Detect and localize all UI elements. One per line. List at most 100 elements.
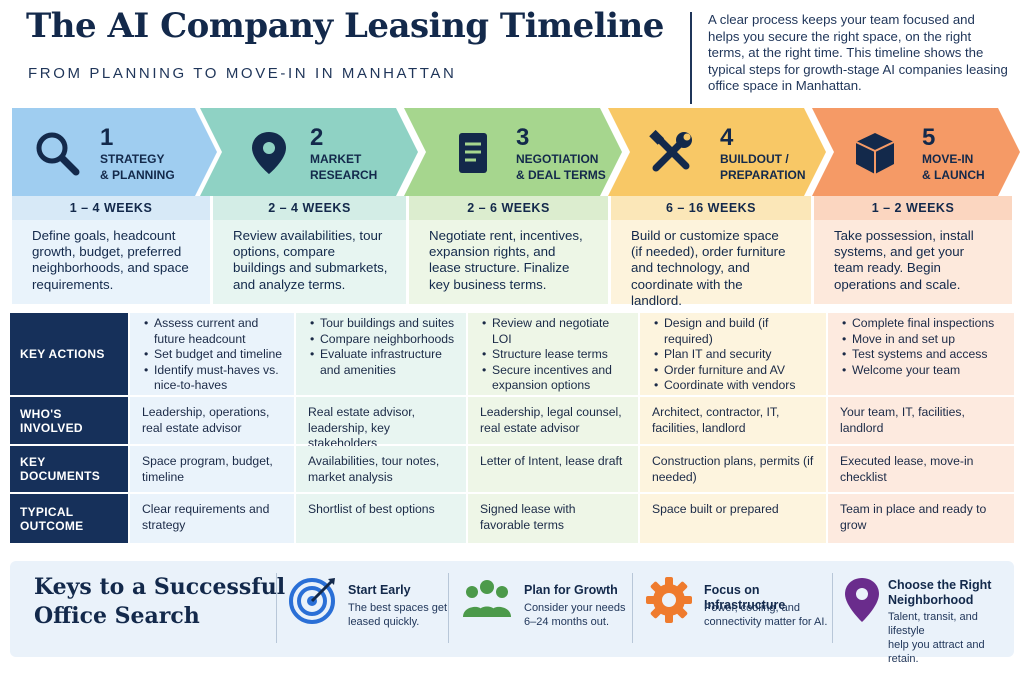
table-cell: Review and negotiate LOI Structure lease… (468, 313, 638, 395)
list-item: Compare neighborhoods (308, 332, 456, 348)
step-label: NEGOTIATION & DEAL TERMS (516, 152, 606, 182)
intro-text: A clear process keeps your team focused … (708, 12, 1008, 94)
step-3: 3 NEGOTIATION & DEAL TERMS (404, 108, 622, 196)
list-item: Welcome your team (840, 363, 1004, 379)
step-description: Define goals, headcount growth, budget, … (32, 228, 189, 292)
box-icon (850, 128, 900, 178)
table-cell: Design and build (if required) Plan IT a… (640, 313, 826, 395)
row-label: TYPICAL OUTCOME (10, 494, 128, 543)
list-item: Review and negotiate LOI (480, 316, 628, 347)
key-heading: Start Early (348, 583, 411, 597)
list-item: Plan IT and security (652, 347, 816, 363)
tools-icon (646, 128, 696, 178)
keys-divider (276, 573, 277, 643)
target-icon (288, 575, 338, 625)
list-item: Identify must-haves vs. nice-to-haves (142, 363, 284, 394)
step-card-4: 6 – 16 WEEKS Build or customize space (i… (611, 196, 811, 308)
list-item: Assess current and future headcount (142, 316, 284, 347)
duration-label: 2 – 4 WEEKS (213, 196, 406, 220)
step-number: 4 (720, 124, 734, 151)
page-title: The AI Company Leasing Timeline (26, 6, 664, 46)
table-cell: Signed lease with favorable terms (468, 494, 638, 543)
key-text: Power, cooling, and connectivity matter … (704, 602, 828, 628)
duration-label: 1 – 2 WEEKS (814, 196, 1012, 220)
step-label: STRATEGY & PLANNING (100, 152, 175, 182)
step-number: 3 (516, 124, 530, 151)
table-row-typical-outcome: TYPICAL OUTCOME Clear requirements and s… (10, 494, 1014, 543)
key-heading: Choose the Right Neighborhood (888, 578, 992, 607)
document-icon (448, 128, 498, 178)
table-cell: Shortlist of best options (296, 494, 466, 543)
step-card-1: 1 – 4 WEEKS Define goals, headcount grow… (12, 196, 210, 304)
list-item: Move in and set up (840, 332, 1004, 348)
table-cell: Complete final inspections Move in and s… (828, 313, 1014, 395)
timeline-steps: 1 STRATEGY & PLANNING 2 MARKET RESEARCH … (12, 108, 1020, 196)
key-heading: Plan for Growth (524, 583, 618, 597)
map-pin-icon (244, 128, 294, 178)
row-label: KEY ACTIONS (10, 313, 128, 395)
table-cell: Space built or prepared (640, 494, 826, 543)
row-label: WHO'S INVOLVED (10, 397, 128, 444)
keys-panel: Keys to a Successful Office Search Start… (10, 561, 1014, 665)
location-pin-icon (840, 575, 890, 625)
table-cell: Space program, budget, timeline (130, 446, 294, 492)
list-item: Design and build (if required) (652, 316, 816, 347)
list-item: Complete final inspections (840, 316, 1004, 332)
step-2: 2 MARKET RESEARCH (200, 108, 418, 196)
step-cards: 1 – 4 WEEKS Define goals, headcount grow… (12, 196, 1012, 308)
step-label: MOVE-IN & LAUNCH (922, 152, 985, 182)
list-item: Set budget and timeline (142, 347, 284, 363)
step-4: 4 BUILDOUT / PREPARATION (608, 108, 826, 196)
table-cell: Availabilities, tour notes, market analy… (296, 446, 466, 492)
table-cell: Tour buildings and suites Compare neighb… (296, 313, 466, 395)
list-item: Tour buildings and suites (308, 316, 456, 332)
timeline-table: KEY ACTIONS Assess current and future he… (10, 313, 1014, 543)
key-text: Consider your needs 6–24 months out. (524, 602, 626, 628)
table-cell: Leadership, operations, real estate advi… (130, 397, 294, 444)
step-card-3: 2 – 6 WEEKS Negotiate rent, incentives, … (409, 196, 608, 304)
row-label: KEY DOCUMENTS (10, 446, 128, 492)
step-number: 2 (310, 124, 324, 151)
gear-icon (644, 575, 694, 625)
list-item: Test systems and access (840, 347, 1004, 363)
key-heading: Focus on Infrastructure (704, 583, 786, 612)
step-label: MARKET RESEARCH (310, 152, 378, 182)
table-cell: Assess current and future headcount Set … (130, 313, 294, 395)
duration-label: 6 – 16 WEEKS (611, 196, 811, 220)
list-item: Coordinate with vendors (652, 378, 816, 394)
keys-divider (448, 573, 449, 643)
step-description: Build or customize space (if needed), or… (631, 228, 786, 308)
magnifier-icon (32, 128, 82, 178)
step-description: Negotiate rent, incentives, expansion ri… (429, 228, 583, 292)
duration-label: 2 – 6 WEEKS (409, 196, 608, 220)
step-description: Take possession, install systems, and ge… (834, 228, 974, 292)
step-1: 1 STRATEGY & PLANNING (12, 108, 217, 196)
duration-label: 1 – 4 WEEKS (12, 196, 210, 220)
table-cell: Construction plans, permits (if needed) (640, 446, 826, 492)
table-cell: Real estate advisor, leadership, key sta… (296, 397, 466, 450)
table-cell: Executed lease, move-in checklist (828, 446, 1014, 492)
key-text: The best spaces get leased quickly. (348, 602, 448, 628)
list-item: Order furniture and AV (652, 363, 816, 379)
keys-title: Keys to a Successful Office Search (34, 574, 286, 629)
table-cell: Clear requirements and strategy (130, 494, 294, 543)
keys-divider (832, 573, 833, 643)
table-row-key-actions: KEY ACTIONS Assess current and future he… (10, 313, 1014, 395)
page-subtitle: FROM PLANNING TO MOVE-IN IN MANHATTAN (28, 65, 457, 82)
key-text: Talent, transit, and lifestyle help you … (888, 611, 985, 665)
step-label: BUILDOUT / PREPARATION (720, 152, 806, 182)
table-cell: Letter of Intent, lease draft (468, 446, 638, 492)
step-number: 5 (922, 124, 936, 151)
table-row-key-documents: KEY DOCUMENTS Space program, budget, tim… (10, 446, 1014, 492)
table-cell: Team in place and ready to grow (828, 494, 1014, 543)
step-card-2: 2 – 4 WEEKS Review availabilities, tour … (213, 196, 406, 304)
people-icon (462, 575, 512, 625)
list-item: Structure lease terms (480, 347, 628, 363)
step-number: 1 (100, 124, 114, 151)
step-card-5: 1 – 2 WEEKS Take possession, install sys… (814, 196, 1012, 304)
table-cell: Your team, IT, facilities, landlord (828, 397, 1014, 444)
table-cell: Leadership, legal counsel, real estate a… (468, 397, 638, 444)
header-divider (690, 12, 692, 104)
list-item: Secure incentives and expansion options (480, 363, 628, 394)
list-item: Evaluate infrastructure and amenities (308, 347, 456, 378)
